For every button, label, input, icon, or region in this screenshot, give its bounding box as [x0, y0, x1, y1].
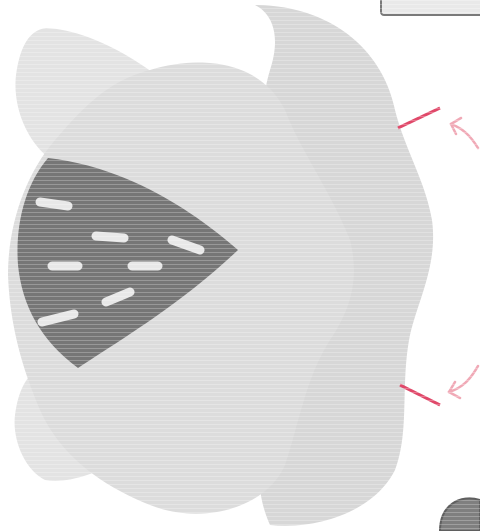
- bottom-right-shape: [440, 498, 480, 531]
- arrow-top: [451, 118, 478, 148]
- marker-line-bottom: [400, 385, 440, 405]
- marker-line-top: [398, 108, 440, 128]
- dash-2: [96, 236, 124, 238]
- arrow-bottom: [449, 366, 478, 398]
- dash-1: [40, 202, 68, 206]
